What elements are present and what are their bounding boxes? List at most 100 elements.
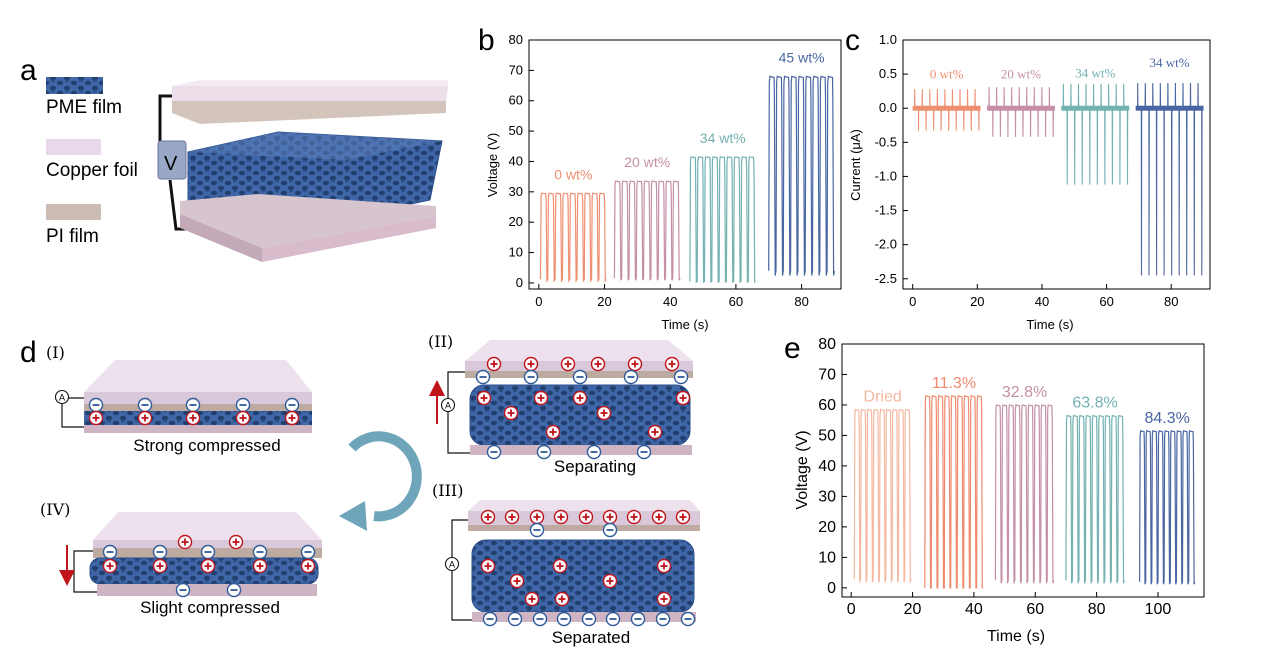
series-label: 11.3%: [932, 375, 976, 392]
xtick-label: 0: [535, 294, 542, 309]
xtick-label: 80: [794, 294, 808, 309]
xtick-label: 0: [847, 601, 856, 618]
pi-film-swatch: [46, 204, 101, 220]
series-line: [1061, 83, 1130, 185]
ytick-label: 40: [818, 458, 836, 475]
ytick-label: 60: [818, 397, 836, 414]
ytick-label: -2.5: [875, 271, 897, 286]
series-line: [994, 404, 1055, 584]
stage-i-roman: (I): [46, 343, 65, 362]
series-line: [539, 192, 607, 283]
ytick-label: 10: [509, 245, 523, 260]
stage-iii-roman: (III): [432, 481, 463, 500]
series-line: [853, 408, 912, 583]
series-line: [1139, 430, 1196, 585]
ammeter-symbol: A: [59, 393, 65, 403]
series-line: [924, 395, 984, 589]
series-label: 63.8%: [1072, 395, 1117, 412]
panel-a: a PME film Copper foil PI film V: [20, 54, 448, 262]
xtick-label: 20: [597, 294, 611, 309]
xtick-label: 60: [1099, 294, 1113, 309]
series-baseline-band: [1135, 105, 1204, 111]
series-label: 84.3%: [1144, 410, 1189, 427]
series-line: [987, 87, 1055, 137]
ammeter-symbol: V: [164, 153, 178, 175]
ytick-label: 10: [818, 549, 836, 566]
plot-frame-e: [841, 343, 1205, 598]
ytick-label: 0: [827, 580, 836, 597]
ylabel-b: Voltage (V): [485, 133, 500, 197]
stage-ii-roman: (II): [428, 332, 453, 351]
series-line: [768, 75, 835, 276]
stage-iv: (IV) Slight compressed: [40, 500, 322, 617]
panel-b-letter: b: [478, 24, 495, 57]
xtick-label: 80: [1088, 601, 1106, 618]
xtick-label: 80: [1164, 294, 1178, 309]
ammeter-icon: [440, 397, 456, 413]
xtick-label: 40: [663, 294, 677, 309]
ytick-label: -0.5: [875, 134, 897, 149]
plot-frame-c: [902, 39, 1211, 290]
wire-top: [158, 94, 172, 150]
series-label: 32.8%: [1002, 384, 1047, 401]
series-line: [613, 180, 681, 281]
stage-i-caption: Strong compressed: [133, 436, 280, 455]
panel-e-letter: e: [784, 332, 801, 365]
ytick-label: 50: [509, 123, 523, 138]
ytick-label: 70: [509, 62, 523, 77]
stage-iii: (III) A Separated: [432, 481, 700, 647]
ytick-label: 40: [509, 153, 523, 168]
ytick-label: 0: [516, 275, 523, 290]
series-label: 0 wt%: [930, 66, 964, 81]
xtick-label: 100: [1145, 601, 1172, 618]
xlabel-b: Time (s): [661, 317, 708, 332]
series-baseline-band: [912, 105, 981, 111]
series-baseline-band: [987, 105, 1055, 111]
copper-foil-swatch: [46, 139, 101, 155]
series-line: [1135, 82, 1204, 276]
ammeter-icon: [54, 389, 70, 405]
stage-iv-caption: Slight compressed: [140, 598, 280, 617]
ytick-label: 20: [818, 519, 836, 536]
ytick-label: 0.0: [879, 100, 897, 115]
ytick-label: 60: [509, 93, 523, 108]
ytick-label: -1.5: [875, 203, 897, 218]
xlabel-c: Time (s): [1026, 317, 1073, 332]
series-line: [1065, 414, 1125, 584]
legend-label-pi: PI film: [46, 226, 99, 247]
ytick-label: 80: [509, 32, 523, 47]
ammeter-symbol: A: [449, 560, 455, 570]
ammeter-symbol: A: [445, 401, 451, 411]
xtick-label: 60: [1026, 601, 1044, 618]
bottom-electrode: [180, 194, 436, 262]
ytick-label: 80: [818, 336, 836, 353]
stage-iii-caption: Separated: [552, 628, 630, 647]
ammeter-icon: [444, 556, 460, 572]
ylabel-e: Voltage (V): [794, 430, 811, 509]
series-line: [689, 156, 756, 284]
stage-ii: (II) A Separating: [428, 332, 693, 476]
series-label: 20 wt%: [624, 154, 670, 170]
series-baseline-band: [1061, 105, 1130, 111]
ytick-label: 50: [818, 427, 836, 444]
plot-frame-b: [528, 39, 842, 290]
xlabel-e: Time (s): [987, 628, 1045, 645]
ytick-label: 30: [818, 488, 836, 505]
legend-label-copper: Copper foil: [46, 160, 138, 181]
series-label: 20 wt%: [1001, 66, 1041, 81]
stage-ii-caption: Separating: [554, 457, 636, 476]
cycle-arrow: [339, 431, 422, 531]
pme-film-swatch: [46, 77, 103, 94]
xtick-label: 0: [909, 294, 916, 309]
series-label: 34 wt%: [700, 130, 746, 146]
series-label: 34 wt%: [1150, 55, 1190, 70]
ytick-label: 70: [818, 366, 836, 383]
ytick-label: 20: [509, 214, 523, 229]
panel-d-letter: d: [20, 336, 37, 369]
panel-a-letter: a: [20, 54, 37, 87]
ytick-label: 0.5: [879, 66, 897, 81]
